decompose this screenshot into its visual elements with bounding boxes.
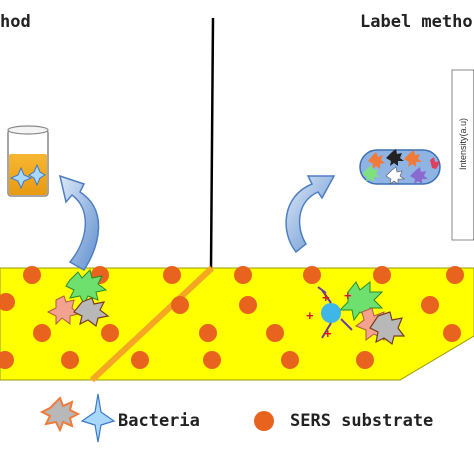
sers-particle <box>356 351 374 369</box>
legend-bacteria-label: Bacteria <box>118 411 200 431</box>
sers-particle <box>373 266 391 284</box>
label-particle <box>321 303 341 323</box>
sers-particle <box>239 296 257 314</box>
divider-line <box>209 17 215 269</box>
sers-particle <box>163 266 181 284</box>
svg-text:+: + <box>344 288 352 303</box>
sers-particle <box>421 296 439 314</box>
divider-stripe <box>89 265 215 383</box>
svg-text:+: + <box>322 290 330 305</box>
sers-particle <box>446 266 464 284</box>
svg-text:+: + <box>306 308 314 323</box>
sers-particle <box>203 351 221 369</box>
legend-sers-label: SERS substrate <box>290 411 434 431</box>
sers-particle <box>303 266 321 284</box>
sers-particle <box>131 351 149 369</box>
left-bacteria-cluster <box>46 269 110 328</box>
right-curved-arrow-icon <box>285 175 336 254</box>
legend-sers-icon <box>254 411 274 431</box>
beaker-icon <box>7 125 49 197</box>
sers-particle <box>0 293 15 311</box>
sers-particle <box>61 351 79 369</box>
sers-particle <box>23 266 41 284</box>
sers-particle <box>443 324 461 342</box>
left-curved-arrow-icon <box>58 174 100 272</box>
sers-particles <box>0 266 464 369</box>
sers-particle <box>234 266 252 284</box>
legend-bacteria-icon <box>39 393 116 443</box>
spectrum-panel <box>451 69 474 241</box>
right-method-title: Label metho <box>360 12 473 32</box>
sers-particle <box>281 351 299 369</box>
sers-particle <box>101 324 119 342</box>
sers-particle <box>266 324 284 342</box>
left-method-title: hod <box>0 12 31 32</box>
sers-particle <box>0 351 14 369</box>
right-bacteria-cluster: + + + + <box>306 280 406 346</box>
sers-particle <box>171 296 189 314</box>
labeled-bacterium-icon <box>359 149 441 185</box>
svg-text:+: + <box>324 326 332 341</box>
sers-particle <box>33 324 51 342</box>
sers-particle <box>199 324 217 342</box>
spectrum-axis-label: Intensity(a.u) <box>458 117 468 171</box>
